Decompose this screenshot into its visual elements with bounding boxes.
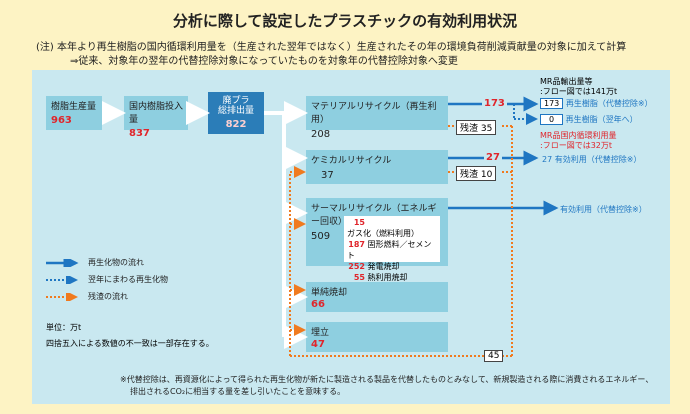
node-chemical: ケミカルリサイクル 37 <box>306 150 448 184</box>
node-incineration-value: 66 <box>311 299 325 310</box>
thermal-breakdown-row: 252 発電焼却 <box>348 262 400 271</box>
recycled-resin-value: 173 <box>540 98 564 109</box>
footnote-line-2: 排出されるCO₂に相当する量を差し引いたことを意味する。 <box>130 387 346 396</box>
thermal-breakdown-row: 55 熱利用焼却 <box>353 273 408 282</box>
next-year-value: 0 <box>540 114 564 125</box>
note-line-2: ⇒従来、対象年の翌年の代替控除対象になっていたものを対象年の代替控除対象へ変更 <box>70 56 458 67</box>
mr-export-label-1: MR品輸出量等 <box>540 77 593 86</box>
node-landfill: 埋立 47 <box>306 322 448 352</box>
node-landfill-value: 47 <box>311 339 325 350</box>
node-chemical-label: ケミカルリサイクル <box>311 156 392 166</box>
mr-export-label-2: :フロー図では141万t <box>540 87 618 96</box>
material-residue-box: 残渣 35 <box>456 120 497 135</box>
material-out-value: 173 <box>482 98 507 109</box>
mr-domestic-label-2: :フロー図では32万t <box>540 141 613 150</box>
node-thermal-value: 509 <box>311 231 331 242</box>
node-domestic-input: 国内樹脂投入量 837 <box>124 96 188 139</box>
node-production-value: 963 <box>51 115 72 126</box>
legend: 再生化物の流れ 翌年にまわる再生化物 残渣の流れ <box>46 254 168 305</box>
node-material-value: 208 <box>311 129 331 140</box>
footnote: ※代替控除は、再資源化によって得られた再生化物が新たに製造される製品を代替したも… <box>120 374 653 398</box>
page-title: 分析に際して設定したプラスチックの有効利用状況 <box>172 12 518 30</box>
unit-label: 単位：万t <box>46 323 82 332</box>
node-production: 樹脂生産量 963 <box>46 96 102 130</box>
residue-total-box: 45 <box>484 350 504 362</box>
node-incineration-label: 単純焼却 <box>311 288 348 298</box>
rounding-note: 四捨五入による数値の不一致は一部存在する。 <box>46 339 214 348</box>
node-incineration: 単純焼却 66 <box>306 282 448 312</box>
legend-item: 残渣の流れ <box>46 292 128 301</box>
chemical-effective-label: 27 有効利用（代替控除※） <box>542 155 642 164</box>
thermal-breakdown-row: 187 固形燃料／セメント <box>347 240 432 260</box>
thermal-breakdown-row: 15 ガス化（燃料利用） <box>347 218 419 238</box>
chemical-residue-box: 残渣 10 <box>456 166 497 181</box>
node-domestic-input-label: 国内樹脂投入量 <box>129 102 184 125</box>
legend-item: 翌年にまわる再生化物 <box>46 275 168 284</box>
legend-item: 再生化物の流れ <box>46 258 144 267</box>
node-chemical-value: 37 <box>321 170 334 181</box>
mr-domestic-label-1: MR品国内循環利用量 <box>540 131 617 140</box>
thermal-effective-label: 有効利用（代替控除※） <box>560 205 647 214</box>
node-waste-value: 822 <box>225 119 247 130</box>
note-line-1: (注) 本年より再生樹脂の国内循環利用量を（生産された翌年ではなく）生産されたそ… <box>36 42 627 53</box>
next-year-row: 0 再生樹脂（翌年へ） <box>540 114 638 125</box>
thermal-breakdown: 15 ガス化（燃料利用） 187 固形燃料／セメント 252 発電焼却 55 熱… <box>344 216 440 282</box>
node-thermal-label: サーマルリサイクル（エネルギー回収） <box>311 204 437 227</box>
next-year-label: 再生樹脂（翌年へ） <box>565 115 638 124</box>
footnote-line-1: ※代替控除は、再資源化によって得られた再生化物が新たに製造される製品を代替したも… <box>120 375 654 384</box>
node-waste-label: 廃プラ 総排出量 <box>217 96 254 116</box>
node-material-label: マテリアルリサイクル（再生利用） <box>311 102 437 125</box>
recycled-resin-row: 173 再生樹脂（代替控除※） <box>540 98 653 109</box>
chemical-out-value: 27 <box>484 152 502 163</box>
recycled-resin-label: 再生樹脂（代替控除※） <box>565 99 653 108</box>
node-material: マテリアルリサイクル（再生利用） 208 <box>306 96 448 140</box>
node-waste: 廃プラ 総排出量 822 <box>208 92 264 134</box>
node-domestic-input-value: 837 <box>129 128 150 139</box>
node-production-label: 樹脂生産量 <box>51 102 97 112</box>
node-landfill-label: 埋立 <box>311 328 330 338</box>
